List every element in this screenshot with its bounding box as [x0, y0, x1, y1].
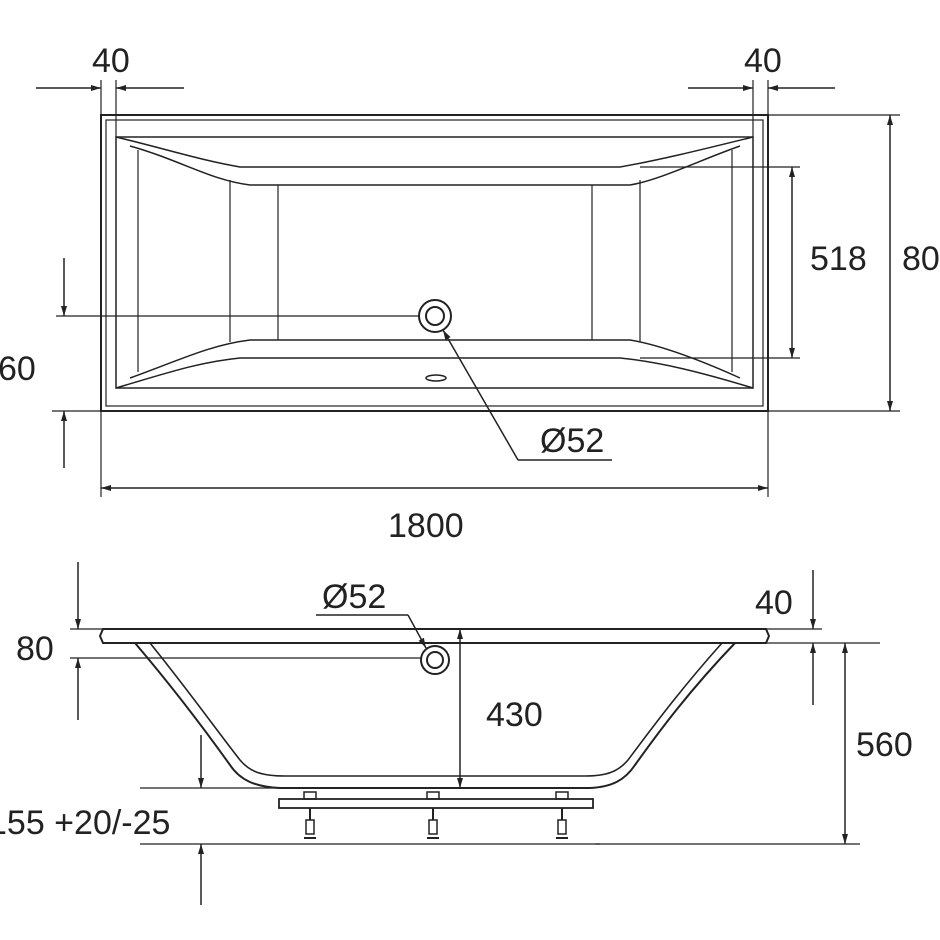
tub-body-inner — [149, 642, 723, 777]
dim-right-rim: 40 — [744, 42, 782, 80]
overflow-inner — [426, 651, 444, 669]
top-view: 40 40 518 80 60 Ø52 1800 — [0, 42, 940, 545]
leader-line — [407, 614, 427, 649]
leader-line — [442, 329, 519, 461]
dim-rim-height: 80 — [16, 630, 54, 668]
dim-left-rim: 40 — [92, 42, 130, 80]
outer-rim-inner-line — [105, 119, 764, 407]
outer-rim — [100, 114, 769, 412]
support-leg — [303, 791, 317, 839]
drain-outer — [418, 299, 452, 333]
support-frame — [278, 798, 594, 809]
drain-inner — [425, 306, 445, 326]
side-view: Ø52 80 40 430 560 155 +20/-25 — [0, 562, 913, 905]
dim-rim-thickness: 40 — [755, 584, 793, 622]
basin-outline — [115, 136, 754, 389]
dim-depth: 430 — [486, 696, 543, 734]
backrest-bottom-upper — [129, 339, 741, 379]
dim-drain-offset: 60 — [0, 350, 36, 388]
dim-overflow-diameter: Ø52 — [322, 578, 386, 616]
support-leg — [555, 791, 569, 839]
support-leg — [426, 791, 440, 839]
dim-total-height: 560 — [856, 726, 913, 764]
dim-inner-width: 518 — [810, 240, 867, 278]
overflow-outer — [420, 645, 450, 675]
tub-body-outer — [134, 642, 736, 789]
backrest-bottom — [115, 357, 754, 389]
backrest-top-lower — [129, 145, 741, 186]
dim-outer-width: 80 — [902, 240, 940, 278]
overflow-slot — [425, 374, 447, 382]
dim-leg-height: 155 +20/-25 — [0, 804, 170, 842]
dim-length: 1800 — [388, 507, 464, 545]
backrest-top — [115, 136, 754, 168]
rim-profile — [98, 628, 771, 644]
dim-drain-diameter: Ø52 — [540, 422, 604, 460]
